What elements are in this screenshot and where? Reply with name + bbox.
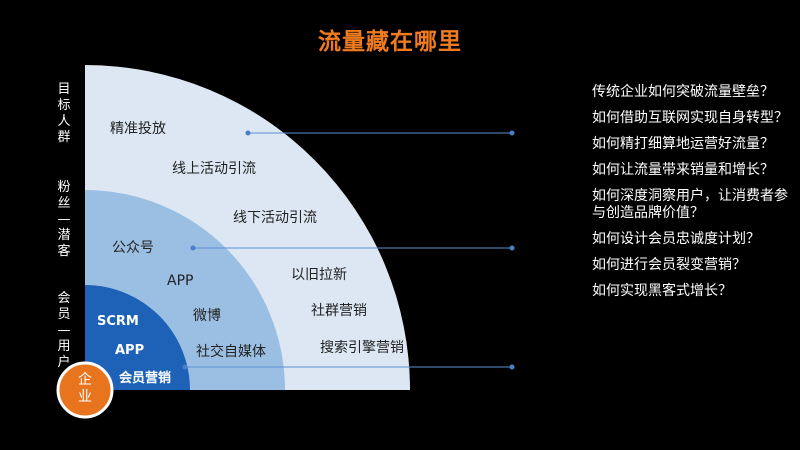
side-label-members: 会员—用户 (57, 291, 71, 370)
inner-item-label: 会员营销 (119, 370, 171, 386)
inner-ring (85, 285, 190, 390)
question-item: 如何借助互联网实现自身转型？ (592, 110, 788, 126)
outer-item-label: 社群营销 (311, 303, 367, 319)
question-item: 如何让流量带来销量和增长？ (592, 162, 774, 178)
inner-item-label: SCRM (97, 314, 139, 329)
outer-item-label: 精准投放 (110, 121, 166, 137)
outer-item-label: 以旧拉新 (291, 267, 347, 283)
question-item: 传统企业如何突破流量壁垒？ (592, 84, 774, 100)
outer-item-label: 搜索引擎营销 (320, 339, 404, 356)
question-item: 如何进行会员裂变营销？ (592, 257, 746, 273)
question-item: 如何设计会员忠诚度计划？ (592, 231, 760, 247)
question-item: 如何深度洞察用户，让消费者参与创造品牌价值？ (592, 188, 788, 221)
connector-dot (509, 364, 515, 370)
side-label-target: 目标人群 (57, 82, 71, 145)
page-title: 流量藏在哪里 (318, 29, 462, 55)
connector-dot (182, 364, 188, 370)
question-list: 传统企业如何突破流量壁垒？ 如何借助互联网实现自身转型？ 如何精打细算地运营好流… (592, 84, 792, 309)
middle-item-label: 社交自媒体 (196, 343, 266, 360)
connector-dot (509, 130, 515, 136)
question-item: 如何实现黑客式增长？ (592, 283, 732, 299)
connector-dot (245, 130, 251, 136)
side-label-fans: 粉丝—潜客 (57, 180, 71, 259)
outer-item-label: 线下活动引流 (233, 210, 317, 226)
inner-item-label: APP (115, 343, 144, 358)
outer-item-label: 线上活动引流 (172, 161, 256, 177)
middle-item-label: APP (167, 273, 193, 289)
enterprise-label: 企业 (78, 371, 92, 405)
connector-dot (509, 245, 515, 251)
question-item: 如何精打细算地运营好流量？ (592, 136, 774, 152)
enterprise-circle (56, 361, 114, 419)
middle-item-label: 公众号 (112, 240, 154, 256)
connector-dot (190, 245, 196, 251)
middle-item-label: 微博 (193, 307, 221, 324)
